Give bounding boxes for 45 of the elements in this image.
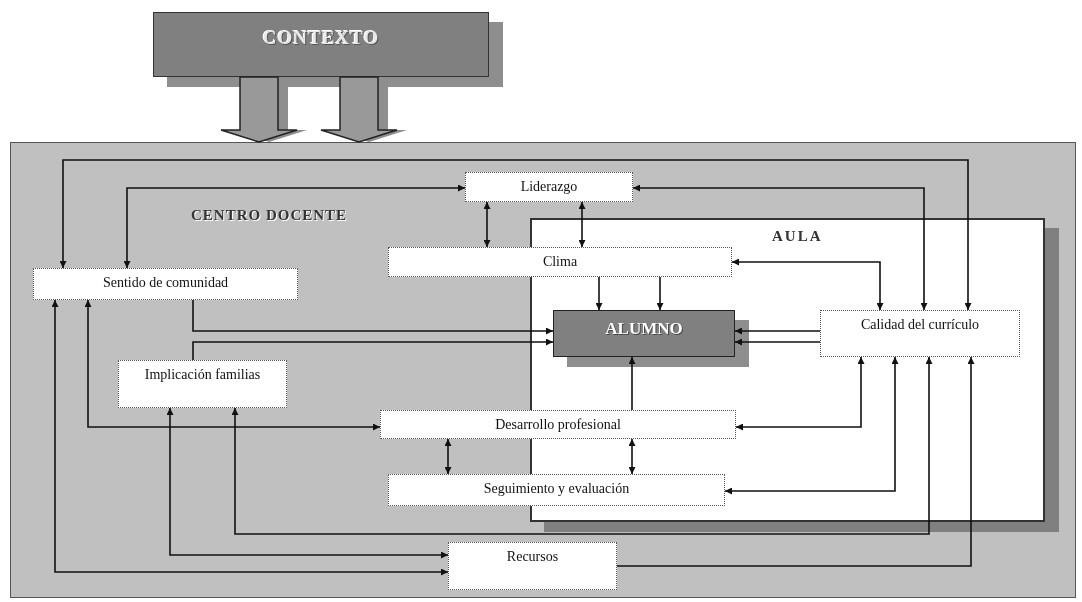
arrow	[231, 356, 933, 535]
arrow	[628, 356, 636, 411]
arrow	[656, 276, 664, 311]
arrow	[735, 356, 865, 431]
node-label: Implicación familias	[144, 366, 261, 383]
process-box	[820, 310, 1020, 357]
node-label: Recursos	[506, 548, 559, 565]
node-label: ALUMNO	[605, 319, 683, 339]
node-label: Seguimiento y evaluación	[483, 480, 630, 497]
arrow	[734, 327, 821, 335]
arrow	[84, 299, 381, 431]
arrow	[51, 299, 449, 576]
process-box	[388, 247, 732, 277]
node-label: Sentido de comunidad	[102, 274, 229, 291]
node-label: Calidad del currículo	[860, 316, 980, 333]
arrow	[628, 438, 636, 475]
process-box	[388, 474, 725, 506]
block-arrow	[320, 76, 407, 143]
arrow	[59, 159, 972, 311]
process-box	[465, 172, 633, 202]
arrow	[483, 201, 491, 248]
arrow	[123, 184, 466, 269]
arrow	[595, 276, 603, 311]
arrow	[616, 356, 975, 567]
school-panel	[10, 142, 1076, 598]
panel-title: AULA	[772, 228, 823, 245]
node-label: Clima	[542, 253, 578, 270]
arrow	[578, 201, 586, 248]
arrow	[166, 407, 449, 559]
arrow	[192, 338, 554, 361]
panel-title: CENTRO DOCENTE	[191, 207, 348, 224]
arrow	[192, 299, 554, 335]
node-label: Liderazgo	[520, 178, 578, 195]
arrow	[444, 438, 452, 475]
arrow	[731, 258, 884, 311]
process-box	[33, 268, 298, 300]
node-label: Desarrollo profesional	[495, 416, 621, 433]
process-box	[380, 410, 736, 439]
node-label: CONTEXTO	[262, 27, 380, 49]
arrow	[724, 356, 899, 495]
block-arrow	[220, 76, 307, 143]
arrow	[734, 338, 821, 346]
process-box	[118, 360, 287, 408]
arrow	[632, 184, 928, 311]
process-box	[448, 542, 617, 590]
